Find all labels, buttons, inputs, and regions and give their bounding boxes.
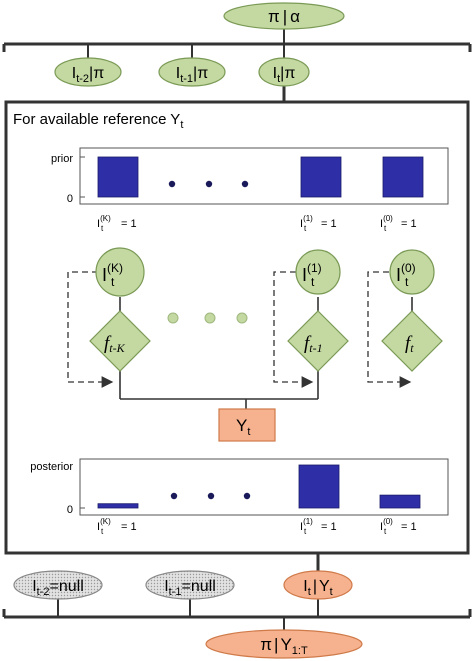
posterior-ytick-zero: 0 [67, 504, 73, 516]
prior-tick-labels: I(K)t = 1 I(1)t = 1 I(0)t = 1 [97, 214, 417, 233]
ellipsis-dot [167, 312, 179, 324]
node-i-t-minus-2: It-2|π [54, 57, 122, 87]
posterior-bars [97, 464, 421, 509]
bottom-tree: It-2=null It-1=null It|Yt π|Y1:T [2, 553, 472, 659]
dashed-links [67, 271, 412, 388]
ellipsis-dot [241, 180, 249, 188]
svg-text:π|α: π|α [268, 7, 300, 26]
prior-ytick-zero: 0 [67, 193, 73, 205]
prior-tick-label-0: I(0)t = 1 [380, 214, 417, 233]
dashed-arrow-0 [367, 271, 412, 388]
svg-text:It|Yt: It|Yt [303, 578, 332, 598]
function-1: ft-1 [287, 310, 349, 372]
ellipsis-dot [204, 312, 216, 324]
prior-chart: prior 0 [51, 147, 449, 205]
prior-ylabel: prior [51, 153, 73, 165]
indicator-1: I(1)t [295, 249, 341, 295]
svg-text:It|π: It|π [273, 65, 296, 85]
indicator-k: I(K)t [95, 247, 145, 297]
observation-box: Yt [218, 408, 276, 442]
indicator-0: I(0)t [389, 249, 435, 295]
svg-text:Yt: Yt [236, 416, 250, 438]
node-i-t: It|π [258, 57, 310, 87]
svg-text:It-2|π: It-2|π [72, 65, 105, 85]
dashed-arrow-1 [273, 271, 314, 388]
node-i-t-minus-1: It-1|π [158, 57, 226, 87]
svg-text:ft-1: ft-1 [304, 333, 323, 355]
posterior-tick-label-k: I(K)t = 1 [97, 517, 137, 536]
node-pi-given-y: π|Y1:T [205, 629, 363, 659]
posterior-tick-labels: I(K)t = 1 I(1)t = 1 I(0)t = 1 [97, 517, 417, 536]
top-tree: π|α It-2|π It-1|π It|π [2, 2, 472, 102]
ellipsis-dot [205, 180, 213, 188]
ellipsis-dot [170, 492, 178, 500]
prior-bars [97, 156, 424, 198]
node-i-t-minus-2-null: It-2=null [13, 570, 103, 600]
svg-text:π|Y1:T: π|Y1:T [260, 635, 308, 657]
svg-text:It-1=null: It-1=null [164, 578, 216, 598]
posterior-ylabel: posterior [30, 461, 73, 473]
svg-text:ft-K: ft-K [104, 333, 126, 355]
prior-bar-0 [382, 156, 424, 198]
svg-text:It-2=null: It-2=null [32, 578, 84, 598]
solid-links [119, 297, 413, 409]
posterior-tick-label-0: I(0)t = 1 [380, 517, 417, 536]
ellipsis-dot [243, 492, 251, 500]
svg-text:I(K)t: I(K)t [102, 261, 123, 289]
posterior-bar-1 [298, 464, 340, 509]
function-k: ft-K [89, 310, 151, 372]
dashed-arrow-k [67, 271, 114, 388]
node-pi-alpha: π|α [223, 2, 345, 30]
panel-title: For available reference Yt [13, 111, 183, 131]
svg-text:ft: ft [405, 333, 414, 355]
ellipsis-dot [168, 180, 176, 188]
posterior-bar-0 [379, 494, 421, 509]
posterior-tick-label-1: I(1)t = 1 [300, 517, 337, 536]
svg-text:It-1|π: It-1|π [176, 65, 209, 85]
ellipsis-dot [207, 492, 215, 500]
node-i-t-given-y: It|Yt [283, 570, 353, 600]
ellipsis-dot [236, 312, 248, 324]
prior-tick-label-k: I(K)t = 1 [97, 214, 137, 233]
posterior-bar-k [97, 503, 139, 509]
node-i-t-minus-1-null: It-1=null [145, 570, 235, 600]
function-0: ft [381, 310, 443, 372]
prior-tick-label-1: I(1)t = 1 [300, 214, 337, 233]
prior-bar-k [97, 156, 139, 198]
svg-text:I(0)t: I(0)t [396, 261, 416, 289]
prior-bar-1 [300, 156, 342, 198]
posterior-chart: posterior 0 [30, 458, 449, 516]
svg-text:I(1)t: I(1)t [302, 261, 322, 289]
